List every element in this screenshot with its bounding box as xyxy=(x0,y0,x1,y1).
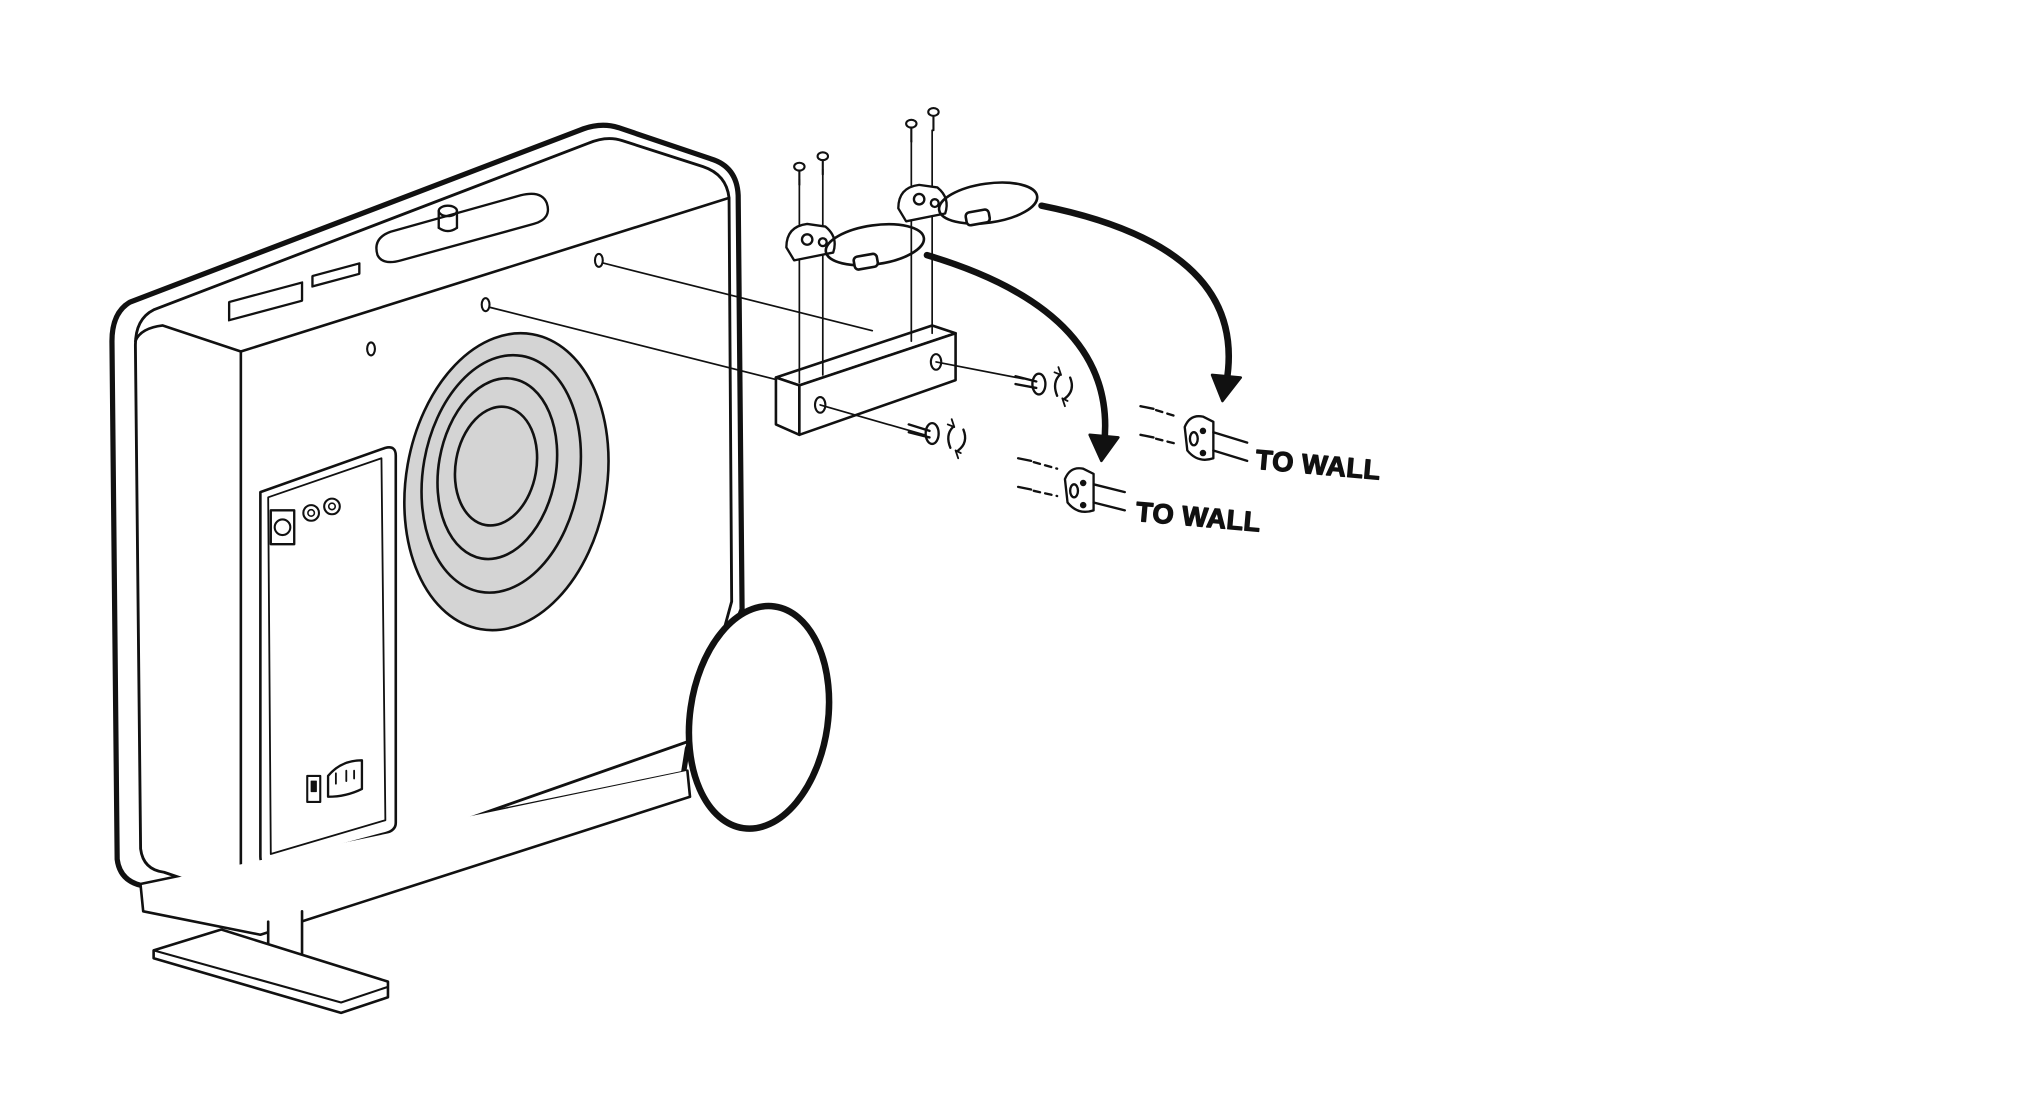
top-handle-recess xyxy=(375,192,550,264)
stand-base xyxy=(139,769,692,1015)
top-post xyxy=(437,204,459,233)
connection-panel xyxy=(259,446,398,866)
to-wall-label-lower: TO WALL xyxy=(1135,496,1262,538)
wall-screw-lower-2 xyxy=(1016,485,1059,498)
arrow-to-wall-lower xyxy=(923,251,1120,463)
wall-screw-upper-1 xyxy=(1139,405,1179,418)
align-line-1 xyxy=(488,306,780,381)
top-slot xyxy=(311,262,361,288)
top-screws xyxy=(793,107,940,186)
cable-clip-right xyxy=(897,183,948,223)
top-screw-1 xyxy=(793,161,806,186)
safety-wire-left xyxy=(824,222,926,271)
align-line-2 xyxy=(601,262,874,332)
mount-hole-3 xyxy=(593,252,604,268)
subwoofer-unit xyxy=(109,122,745,1015)
safety-wire-right xyxy=(937,181,1039,227)
mount-hole-1 xyxy=(366,341,376,357)
wall-clip-upper xyxy=(1139,405,1249,463)
side-port-ring xyxy=(685,602,833,832)
cable-clip-left xyxy=(785,222,836,262)
screw-line-1 xyxy=(819,404,926,436)
top-display xyxy=(227,281,304,322)
wall-clip-lower xyxy=(1016,457,1127,513)
screw-line-2 xyxy=(935,361,1025,380)
top-lip xyxy=(134,196,731,353)
to-wall-label-upper: TO WALL xyxy=(1254,444,1381,486)
speaker-driver xyxy=(403,331,610,632)
arrow-to-wall-upper xyxy=(1038,202,1242,403)
mount-hole-2 xyxy=(480,297,491,313)
top-screw-2 xyxy=(816,151,830,176)
bracket-screw-lower xyxy=(907,418,967,460)
top-screw-4 xyxy=(927,107,940,132)
wall-screw-upper-2 xyxy=(1139,433,1179,446)
wall-screw-lower-1 xyxy=(1016,457,1059,470)
bracket-screw-upper xyxy=(1014,366,1074,408)
top-screw-3 xyxy=(905,118,918,143)
clip-screw-lines xyxy=(798,129,933,384)
